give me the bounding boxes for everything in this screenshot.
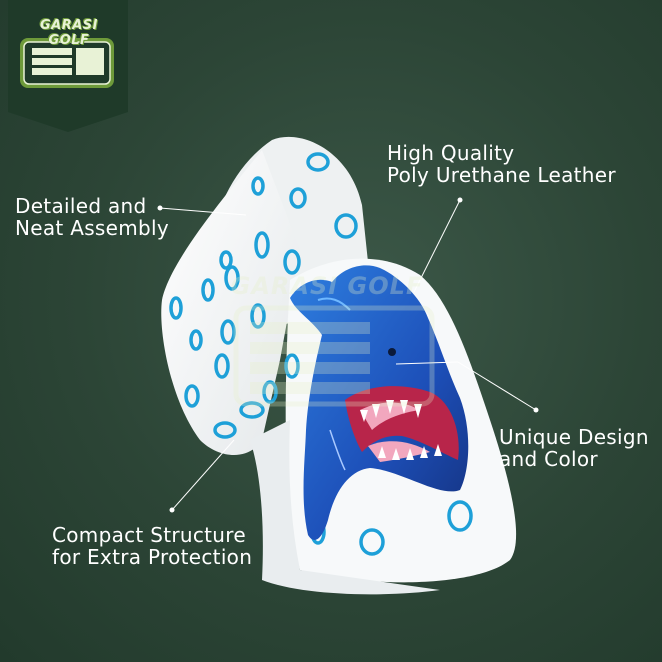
callout-design-line1: Unique Design — [499, 425, 649, 449]
callout-assembly: Detailed and Neat Assembly — [15, 195, 169, 239]
callout-structure-line2: for Extra Protection — [52, 545, 253, 569]
headcover-lower — [250, 420, 440, 595]
callout-leaders — [159, 199, 537, 511]
brand-name: GARASI GOLF — [39, 18, 98, 48]
callout-assembly-line1: Detailed and — [15, 194, 147, 218]
callout-design: Unique Design and Color — [499, 426, 649, 470]
callout-dots — [157, 197, 539, 513]
callout-structure: Compact Structure for Extra Protection — [52, 524, 252, 568]
callout-quality: High Quality Poly Urethane Leather — [387, 142, 616, 186]
headcover-side — [161, 150, 300, 455]
callout-structure-line1: Compact Structure — [52, 523, 246, 547]
callout-quality-line1: High Quality — [387, 141, 515, 165]
watermark-text: GARASI GOLF — [230, 272, 424, 300]
watermark-logo — [233, 305, 435, 407]
brand-logo — [8, 0, 128, 132]
callout-design-line2: and Color — [499, 447, 598, 471]
dot-pattern — [169, 152, 473, 556]
callout-quality-line2: Poly Urethane Leather — [387, 163, 616, 187]
callout-assembly-line2: Neat Assembly — [15, 216, 170, 240]
shark-embroidery — [290, 265, 469, 540]
